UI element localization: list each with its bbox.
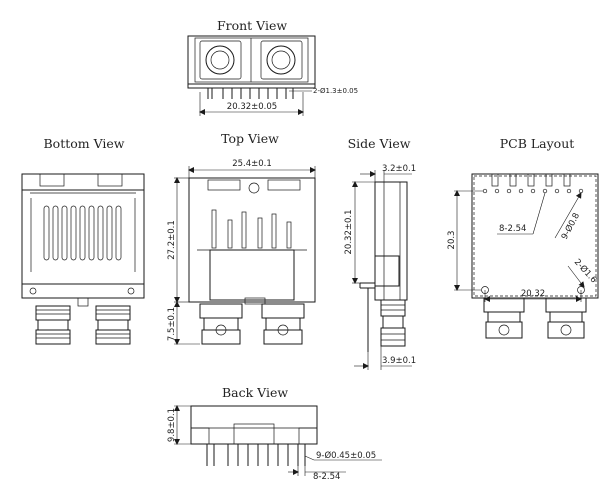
front-view: Front View <box>187 18 358 116</box>
pcb-signal-holes <box>482 188 584 194</box>
pcb-pitch-callout: 8-2.54 <box>497 192 546 235</box>
side-height-dimension: 20.32±0.1 <box>344 181 375 284</box>
pcb-width-dimension: 20.32 <box>484 289 582 302</box>
top-width-label: 25.4±0.1 <box>232 159 272 169</box>
side-bottom-label: 3.9±0.1 <box>382 356 416 366</box>
top-width-dimension: 25.4±0.1 <box>188 159 316 178</box>
top-port-dimension: 7.5±0.1 <box>167 301 200 345</box>
back-pitch-dimension: 8-2.54 <box>288 466 346 482</box>
top-view-ports <box>199 303 305 345</box>
side-view: Side View 3.2±0.1 <box>344 136 416 370</box>
bottom-view-body <box>21 173 145 307</box>
pcb-width-label: 20.32 <box>521 289 545 299</box>
back-view-pins <box>206 444 306 466</box>
bottom-view-title: Bottom View <box>43 136 124 151</box>
side-view-port <box>380 299 406 347</box>
front-view-title: Front View <box>217 18 287 33</box>
pcb-pitch-label: 8-2.54 <box>499 224 526 234</box>
front-width-label: 20.32±0.05 <box>227 102 277 112</box>
pcb-height-dimension: 20.3 <box>447 190 483 291</box>
back-pins-label: 9-Ø0.45±0.05 <box>316 450 376 461</box>
pcb-holes-label: 9-Ø0.8 <box>559 211 582 241</box>
side-height-label: 20.32±0.1 <box>344 210 354 255</box>
front-view-pins <box>207 88 294 99</box>
back-pitch-label: 8-2.54 <box>313 472 340 482</box>
front-pin-callout: 2-Ø1.3±0.05 <box>289 87 358 95</box>
pcb-posts-callout: 2-Ø1.6 <box>567 257 599 288</box>
pcb-height-label: 20.3 <box>447 231 457 250</box>
top-view-body <box>188 177 316 305</box>
top-height-label: 27.2±0.1 <box>167 220 177 260</box>
pcb-ports <box>483 297 587 339</box>
top-height-dimension: 27.2±0.1 <box>167 177 189 303</box>
front-pin-label: 2-Ø1.3±0.05 <box>313 87 358 95</box>
bottom-view-ports <box>35 305 131 345</box>
pcb-body <box>471 173 599 299</box>
back-view: Back View 9.8±0.1 <box>167 385 382 482</box>
back-pins-callout: 9-Ø0.45±0.05 <box>304 450 382 461</box>
top-port-label: 7.5±0.1 <box>167 307 177 341</box>
back-height-label: 9.8±0.1 <box>167 408 177 442</box>
pcb-layout-title: PCB Layout <box>500 136 575 151</box>
side-bottom-dimension: 3.9±0.1 <box>354 346 416 370</box>
back-view-title: Back View <box>222 385 288 400</box>
top-view: Top View 25.4±0.1 <box>167 131 316 345</box>
side-view-title: Side View <box>348 136 411 151</box>
side-top-dimension: 3.2±0.1 <box>360 164 416 182</box>
left-port-circle <box>205 45 235 75</box>
front-width-dimension: 20.32±0.05 <box>199 92 304 116</box>
pcb-holes-callout: 9-Ø0.8 <box>554 192 582 241</box>
back-height-dimension: 9.8±0.1 <box>167 405 191 445</box>
top-view-title: Top View <box>221 131 279 146</box>
pcb-layout: PCB Layout <box>447 136 599 339</box>
side-top-label: 3.2±0.1 <box>382 164 416 174</box>
right-port-circle <box>266 45 296 75</box>
back-view-body <box>190 405 318 445</box>
bottom-view: Bottom View <box>21 136 145 345</box>
pcb-posts-label: 2-Ø1.6 <box>572 257 599 286</box>
front-view-body <box>187 35 316 89</box>
